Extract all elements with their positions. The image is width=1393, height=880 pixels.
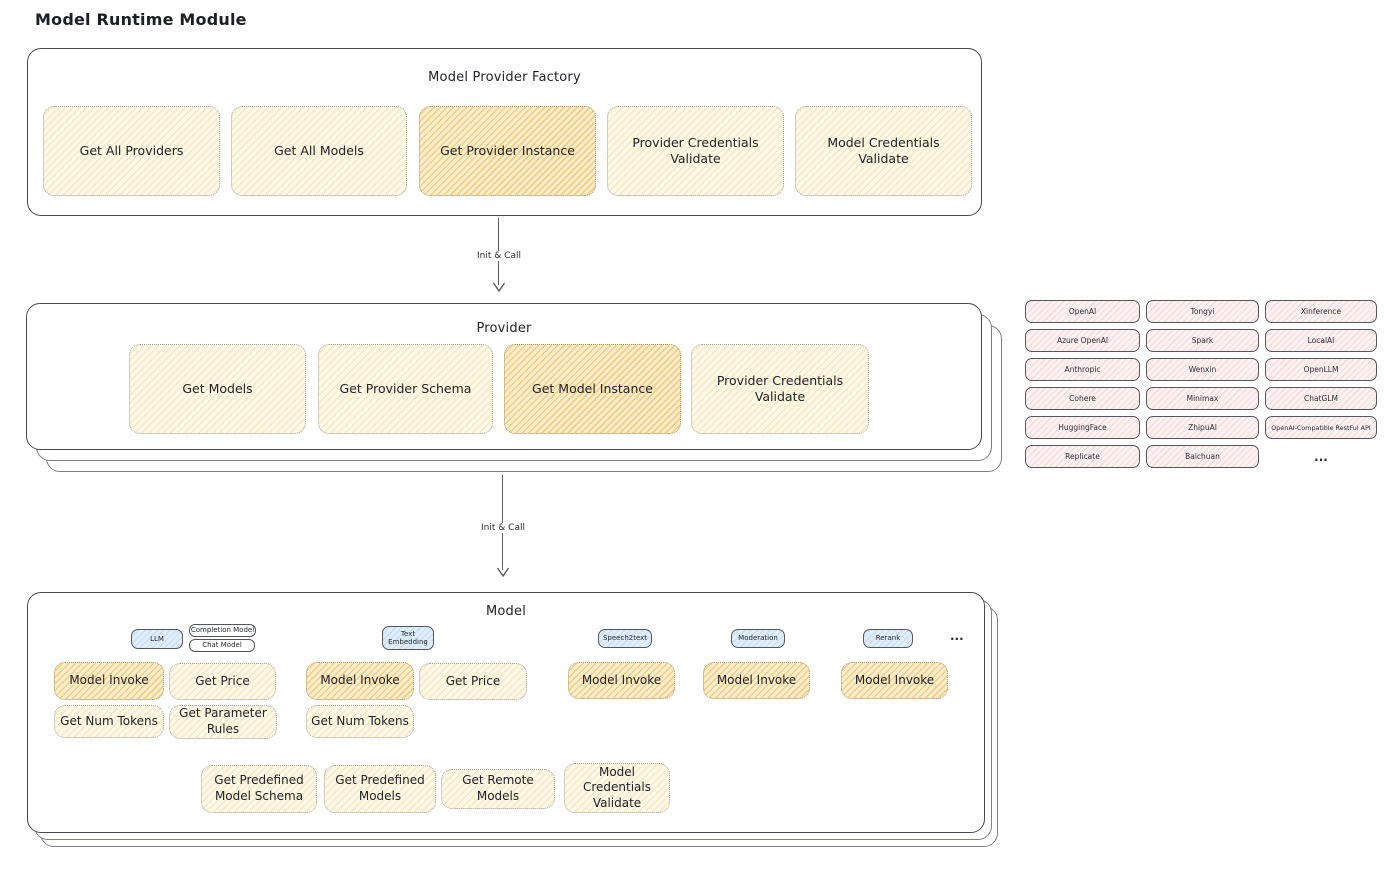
provider-chip-cohere: Cohere: [1025, 387, 1140, 410]
model-title: Model: [485, 604, 527, 619]
arrow-label: Init & Call: [477, 523, 529, 533]
provider-chip-openllm: OpenLLM: [1265, 358, 1377, 381]
tab-chat-model: Chat Model: [189, 639, 255, 652]
model-fn-text-embedding-model-invoke: Model Invoke: [306, 662, 414, 700]
tab-rerank: Rerank: [863, 629, 913, 648]
factory-title: Model Provider Factory: [428, 70, 581, 85]
model-fn-speech2text-model-invoke: Model Invoke: [568, 662, 675, 699]
factory-section: Model Provider Factory Get All Providers…: [27, 48, 982, 216]
model-fn-get-predefined-model-schema: Get Predefined Model Schema: [201, 765, 317, 813]
provider-chip-huggingface: HuggingFace: [1025, 416, 1140, 439]
provider-chip-spark: Spark: [1146, 329, 1259, 352]
provider-chip-baichuan: Baichuan: [1146, 445, 1259, 468]
model-fn-llm-model-invoke: Model Invoke: [54, 662, 164, 700]
provider-chip-chatglm: ChatGLM: [1265, 387, 1377, 410]
arrow-init-call-2: Init & Call: [477, 475, 529, 577]
model-fn-model-credentials-validate: Model Credentials Validate: [564, 763, 670, 813]
model-fn-text-embedding-get-num-tokens: Get Num Tokens: [306, 705, 414, 738]
provider-chip-openai: OpenAI: [1025, 300, 1140, 323]
model-section: Model LLM Completion Model Chat Model Te…: [27, 592, 985, 833]
factory-fn-get-provider-instance: Get Provider Instance: [419, 106, 596, 196]
provider-fn-get-model-instance: Get Model Instance: [504, 344, 681, 434]
tab-llm: LLM: [131, 629, 183, 649]
provider-fn-get-provider-schema: Get Provider Schema: [318, 344, 493, 434]
model-fn-llm-get-price: Get Price: [169, 663, 276, 700]
provider-chip-wenxin: Wenxin: [1146, 358, 1259, 381]
model-fn-text-embedding-get-price: Get Price: [419, 663, 527, 700]
model-fn-get-predefined-models: Get Predefined Models: [324, 765, 436, 813]
tab-moderation: Moderation: [731, 629, 785, 648]
provider-grid-ellipsis: ...: [1314, 449, 1328, 464]
model-fn-llm-get-num-tokens: Get Num Tokens: [54, 705, 164, 738]
model-fn-llm-get-parameter-rules: Get Parameter Rules: [169, 705, 277, 739]
provider-grid: OpenAI Tongyi Xinference Azure OpenAI Sp…: [1025, 300, 1377, 468]
factory-fn-get-all-models: Get All Models: [231, 106, 407, 196]
factory-fn-provider-credentials-validate: Provider Credentials Validate: [607, 106, 784, 196]
provider-chip-localai: LocalAI: [1265, 329, 1377, 352]
provider-chip-anthropic: Anthropic: [1025, 358, 1140, 381]
provider-chip-xinference: Xinference: [1265, 300, 1377, 323]
tab-text-embedding: Text Embedding: [382, 626, 434, 650]
model-fn-moderation-model-invoke: Model Invoke: [703, 662, 810, 699]
factory-fn-model-credentials-validate: Model Credentials Validate: [795, 106, 972, 196]
tab-completion-model: Completion Model: [189, 624, 256, 637]
provider-chip-minimax: Minimax: [1146, 387, 1259, 410]
arrow-init-call-1: Init & Call: [473, 218, 525, 292]
provider-chip-replicate: Replicate: [1025, 445, 1140, 468]
provider-section: Provider Get Models Get Provider Schema …: [26, 303, 982, 450]
provider-chip-openai-compatible-restful-api: OpenAI-Compatible RestFul API: [1265, 416, 1377, 439]
factory-fn-get-all-providers: Get All Providers: [43, 106, 220, 196]
tabs-ellipsis: ...: [950, 629, 964, 643]
provider-fn-provider-credentials-validate: Provider Credentials Validate: [691, 344, 869, 434]
tab-speech2text: Speech2text: [598, 629, 652, 648]
provider-chip-tongyi: Tongyi: [1146, 300, 1259, 323]
provider-fn-get-models: Get Models: [129, 344, 306, 434]
arrow-down-icon: [496, 567, 510, 577]
provider-chip-azure-openai: Azure OpenAI: [1025, 329, 1140, 352]
diagram-title: Model Runtime Module: [35, 10, 247, 29]
model-fn-rerank-model-invoke: Model Invoke: [841, 662, 948, 699]
provider-title: Provider: [476, 321, 532, 336]
arrow-label: Init & Call: [473, 251, 525, 261]
arrow-down-icon: [492, 282, 506, 292]
arrow-line: [502, 475, 503, 570]
provider-chip-zhipuai: ZhipuAI: [1146, 416, 1259, 439]
model-fn-get-remote-models: Get Remote Models: [441, 769, 555, 809]
